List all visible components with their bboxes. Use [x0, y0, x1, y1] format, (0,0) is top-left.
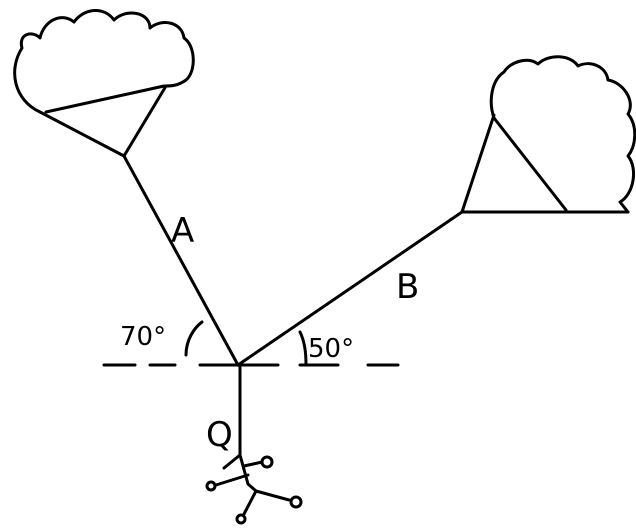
stick-figure-icon	[205, 453, 303, 525]
balloon-right-icon	[460, 55, 636, 214]
angle-arc-a	[184, 320, 204, 357]
load-label: Q	[206, 415, 233, 455]
rope-a-label: A	[171, 211, 194, 251]
balloon-left-icon	[13, 9, 195, 158]
rope-a	[122, 154, 240, 367]
angle-arc-b	[298, 330, 308, 366]
rope-b-label: B	[396, 267, 419, 307]
angle-b-label: 50°	[308, 334, 354, 364]
rope-b	[236, 210, 464, 367]
angle-a-label: 70°	[120, 322, 166, 352]
